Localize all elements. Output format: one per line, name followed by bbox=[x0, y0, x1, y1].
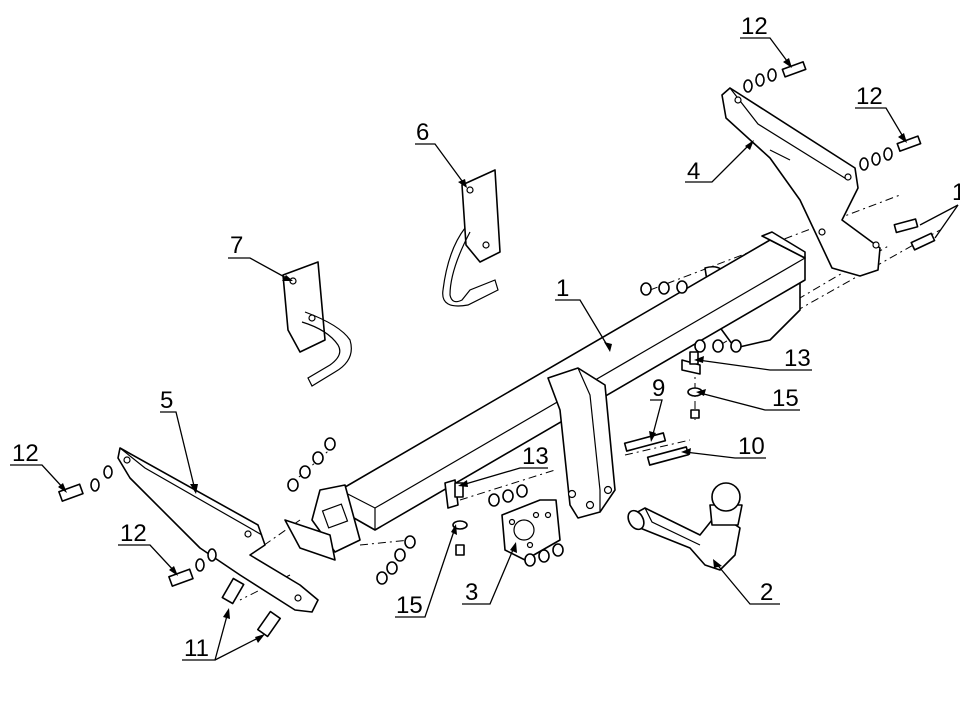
left-side-bracket bbox=[117, 447, 336, 613]
callout-far-right-cut: 1 bbox=[952, 179, 960, 206]
leader-lines bbox=[10, 37, 959, 661]
callout-12-right: 12 bbox=[856, 83, 883, 110]
tow-ball-neck bbox=[627, 482, 743, 571]
callout-labels: 1 2 3 4 5 6 7 9 10 11 12 12 12 12 13 13 … bbox=[12, 13, 960, 662]
callout-3: 3 bbox=[465, 579, 478, 606]
wire-bracket-7 bbox=[282, 261, 352, 387]
callout-2: 2 bbox=[760, 579, 773, 606]
callout-9: 9 bbox=[652, 375, 665, 402]
callout-15-left: 15 bbox=[396, 592, 423, 619]
callout-12-top: 12 bbox=[741, 13, 768, 40]
callout-11: 11 bbox=[184, 635, 209, 662]
wire-bracket-6 bbox=[442, 169, 501, 307]
callout-6: 6 bbox=[416, 119, 429, 146]
right-side-bracket bbox=[721, 87, 881, 277]
callout-15-right: 15 bbox=[772, 385, 799, 412]
callout-13-right: 13 bbox=[784, 345, 811, 372]
callout-5: 5 bbox=[160, 387, 173, 414]
callout-12-left: 12 bbox=[12, 440, 39, 467]
fasteners bbox=[58, 61, 936, 638]
callout-10: 10 bbox=[738, 433, 765, 460]
callout-12-lower-left: 12 bbox=[120, 520, 147, 547]
electrical-socket-plate bbox=[501, 499, 561, 561]
callout-1: 1 bbox=[556, 275, 569, 302]
callout-13-left: 13 bbox=[522, 443, 549, 470]
callout-7: 7 bbox=[230, 232, 243, 259]
callout-4: 4 bbox=[687, 158, 700, 185]
